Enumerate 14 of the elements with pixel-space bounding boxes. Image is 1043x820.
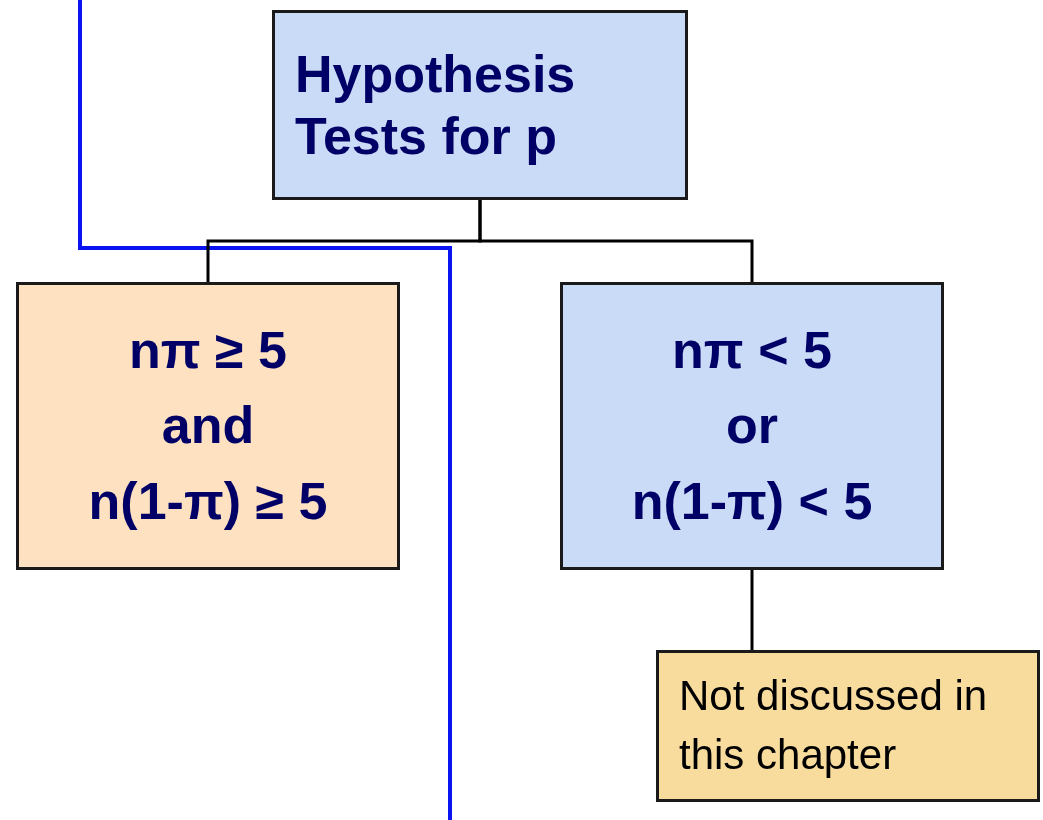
- note-text: Not discussed in this chapter: [679, 671, 989, 780]
- condition-text: nπ ≥ 5: [128, 319, 288, 381]
- connector-line: [750, 570, 754, 650]
- condition-text: and: [160, 395, 256, 457]
- condition-box: [16, 282, 400, 570]
- title-box: [272, 10, 688, 200]
- condition-text: or: [725, 395, 779, 457]
- condition-text: nπ < 5: [671, 319, 833, 381]
- condition-box: [560, 282, 944, 570]
- condition-text: n(1-π) < 5: [630, 470, 874, 532]
- condition-text: n(1-π) ≥ 5: [87, 470, 329, 532]
- connector-line: [478, 200, 754, 282]
- box-title: Hypothesis Tests for p: [295, 43, 577, 167]
- note-box: [656, 650, 1040, 802]
